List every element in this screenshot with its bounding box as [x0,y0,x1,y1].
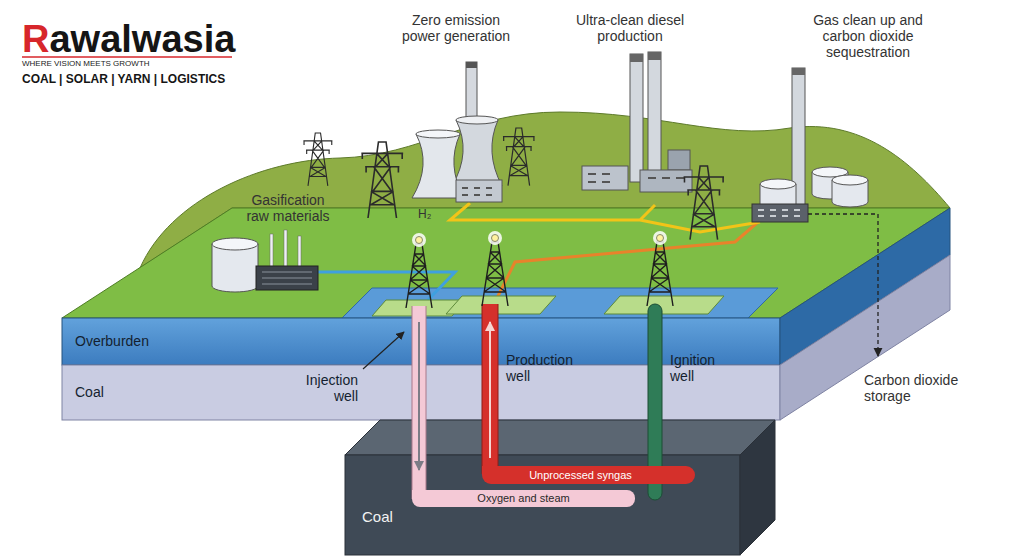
chimney [630,54,643,182]
hydrogen-label: H₂ [418,207,431,221]
chimney-band [792,68,805,75]
power-building [456,180,502,202]
chimney-band [466,62,477,68]
plant-caption: Gasification raw materials [242,192,334,224]
injection-pipe [412,306,426,499]
pipe-label: Oxygen and steam [477,492,569,505]
oxygen-steam-pipe: Oxygen and steam [412,490,635,507]
logo-wordmark: Rawalwasia [22,18,235,60]
co2-leader [808,214,878,356]
plant-caption: Gas clean up and carbon dioxide sequestr… [806,12,931,60]
coal-seam-front [345,455,740,555]
injection-pipe-outline [412,306,426,499]
plant-caption: Zero emission power generation [397,12,515,44]
syngas-pipeline [497,222,758,298]
well-platform [446,296,556,314]
logo-business-lines: COAL | SOLAR | YARN | LOGISTICS [22,72,225,87]
transmission-tower [361,142,403,218]
transmission-tower [303,133,332,186]
cleanup-building [752,204,808,222]
windows [758,210,800,216]
production-pipe-outline [482,304,498,474]
injection-leader [363,332,404,369]
layer-label: Coal [362,508,393,525]
well-derrick [406,233,432,308]
diesel-building [582,166,628,190]
building-detail [262,272,312,284]
storage-tank-top [832,175,868,185]
production-pipe [482,304,498,474]
transmission-tower [684,166,724,240]
chimney-band [648,52,661,60]
cooling-tower-top [416,130,460,138]
windows [588,174,684,182]
storage-tank [212,244,258,292]
chimney [648,52,661,182]
coal-seam-side [740,420,775,555]
syngas-pipe: Unprocessed syngas [482,466,695,484]
storage-tank-top [760,179,796,189]
stack [284,230,287,268]
feed-pipeline [318,272,455,300]
well-label: Injection well [288,372,358,404]
stack [298,236,301,268]
logo-tagline: WHERE VISION MEETS GROWTH [22,59,150,69]
cooling-tower [452,120,502,186]
layer-label: Coal [75,384,104,400]
well-derrick [647,231,673,306]
transmission-tower [503,128,535,186]
cooling-tower-top [456,116,498,124]
stack [270,234,273,268]
pipe-label: Unprocessed syngas [529,469,632,482]
plant-building [256,266,318,290]
well-derrick [482,231,508,306]
chimney-band [630,54,643,62]
coal-seam-top [345,420,775,455]
storage-tank-top [212,238,258,250]
well-platform [604,296,724,314]
flow-arrow [489,322,491,458]
storage-label: Carbon dioxide storage [864,372,974,404]
diesel-building [668,150,690,170]
well-label: Production well [506,352,586,384]
windows [462,188,492,195]
flow-arrow [418,322,420,470]
plant-caption: Ultra-clean diesel production [574,12,686,44]
well-label: Ignition well [670,352,730,384]
layer-label: Overburden [75,333,149,349]
